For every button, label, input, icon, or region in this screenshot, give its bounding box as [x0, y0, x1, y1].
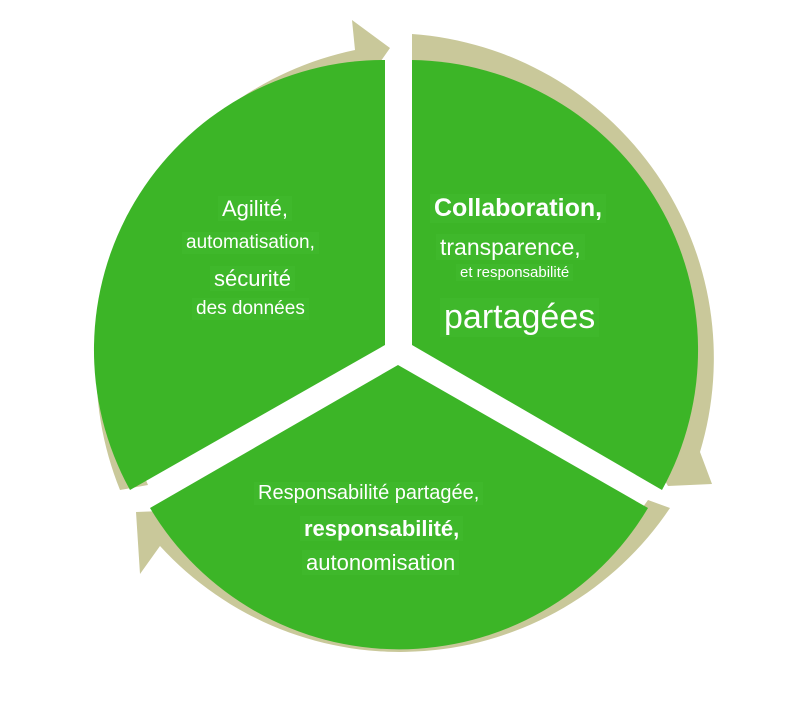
- right-line-4: partagées: [440, 298, 600, 338]
- ring-arc-right: [412, 34, 714, 486]
- left-line-4: des données: [192, 298, 309, 320]
- right-line-2: transparence,: [436, 234, 585, 261]
- right-line-3: et responsabilité: [456, 264, 574, 282]
- bottom-line-2: responsabilité,: [300, 516, 464, 542]
- left-line-1: Agilité,: [218, 196, 293, 222]
- left-line-2: automatisation,: [182, 232, 319, 254]
- bottom-line-1: Responsabilité partagée,: [254, 482, 484, 505]
- segment-bottom: [150, 365, 648, 650]
- right-line-1: Collaboration,: [430, 194, 607, 223]
- bottom-line-3: autonomisation: [302, 550, 460, 576]
- left-line-3: sécurité: [210, 266, 296, 292]
